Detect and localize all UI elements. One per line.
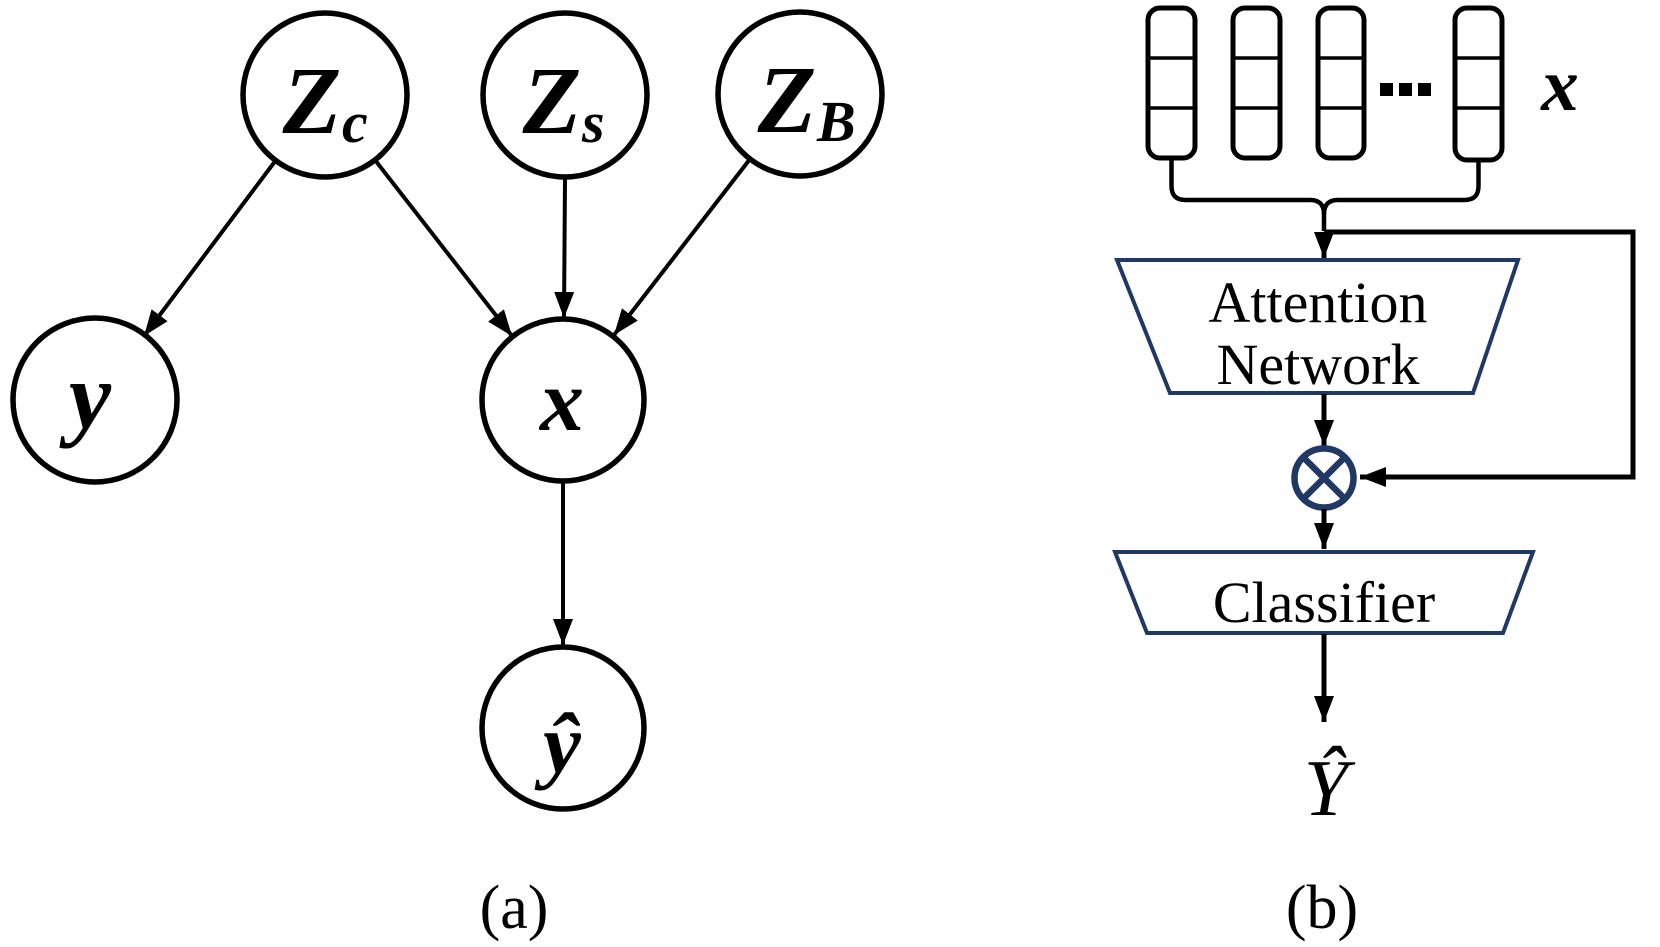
edge-zc-to-x <box>373 158 514 338</box>
panel-a: Z c Z s Z B y x ŷ (a) <box>10 9 885 942</box>
node-y-circle <box>10 315 180 485</box>
node-zc-sublabel: c <box>342 90 368 155</box>
node-zs-sublabel: s <box>581 90 605 155</box>
attention-network-label-line1: Attention <box>1208 270 1427 335</box>
node-x-circle <box>479 316 647 484</box>
attention-network-label-line2: Network <box>1217 332 1420 397</box>
edge-zs-to-x <box>554 177 575 319</box>
gather-bracket-right <box>1321 161 1481 215</box>
ellipsis-dot <box>1418 83 1431 96</box>
edge-zb-to-x <box>612 157 752 337</box>
output-label: Ŷ <box>1304 745 1356 833</box>
attention-network-box <box>1114 258 1521 395</box>
edge-zc-to-y <box>142 158 278 338</box>
classifier-box <box>1112 550 1536 635</box>
caption-b: (b) <box>1286 874 1358 942</box>
vector-rect <box>1452 5 1505 163</box>
node-zb-sublabel: B <box>816 89 856 154</box>
input-vector-column-1 <box>1145 5 1198 161</box>
multiply-icon <box>1291 445 1357 511</box>
node-zb-label: Z <box>757 46 817 153</box>
node-yhat-circle <box>479 644 647 812</box>
node-zs-label: Z <box>522 47 582 154</box>
input-vector-column-4 <box>1452 5 1505 163</box>
vector-rect <box>1230 5 1283 161</box>
ellipsis-dot <box>1380 83 1393 96</box>
caption-a: (a) <box>480 874 549 942</box>
node-zb-circle <box>715 9 885 179</box>
ellipsis-dot <box>1399 83 1412 96</box>
gather-bracket-left <box>1169 158 1327 231</box>
node-x-label: x <box>538 353 584 450</box>
ellipsis-icon <box>1380 83 1431 96</box>
vector-rect <box>1145 5 1198 161</box>
skip-connection-line <box>1324 229 1636 487</box>
node-zc-label: Z <box>282 47 342 154</box>
input-label: x <box>1540 44 1579 127</box>
panel-b: x Attention Network Classifier Ŷ (b) <box>1112 5 1636 942</box>
multiply-diagonal <box>1300 454 1348 502</box>
node-zc-circle <box>240 10 410 180</box>
input-vector-column-2 <box>1230 5 1283 161</box>
input-vector-column-3 <box>1315 5 1367 161</box>
node-zs-circle <box>480 10 650 180</box>
classifier-label: Classifier <box>1213 570 1435 635</box>
vector-rect <box>1315 5 1367 161</box>
